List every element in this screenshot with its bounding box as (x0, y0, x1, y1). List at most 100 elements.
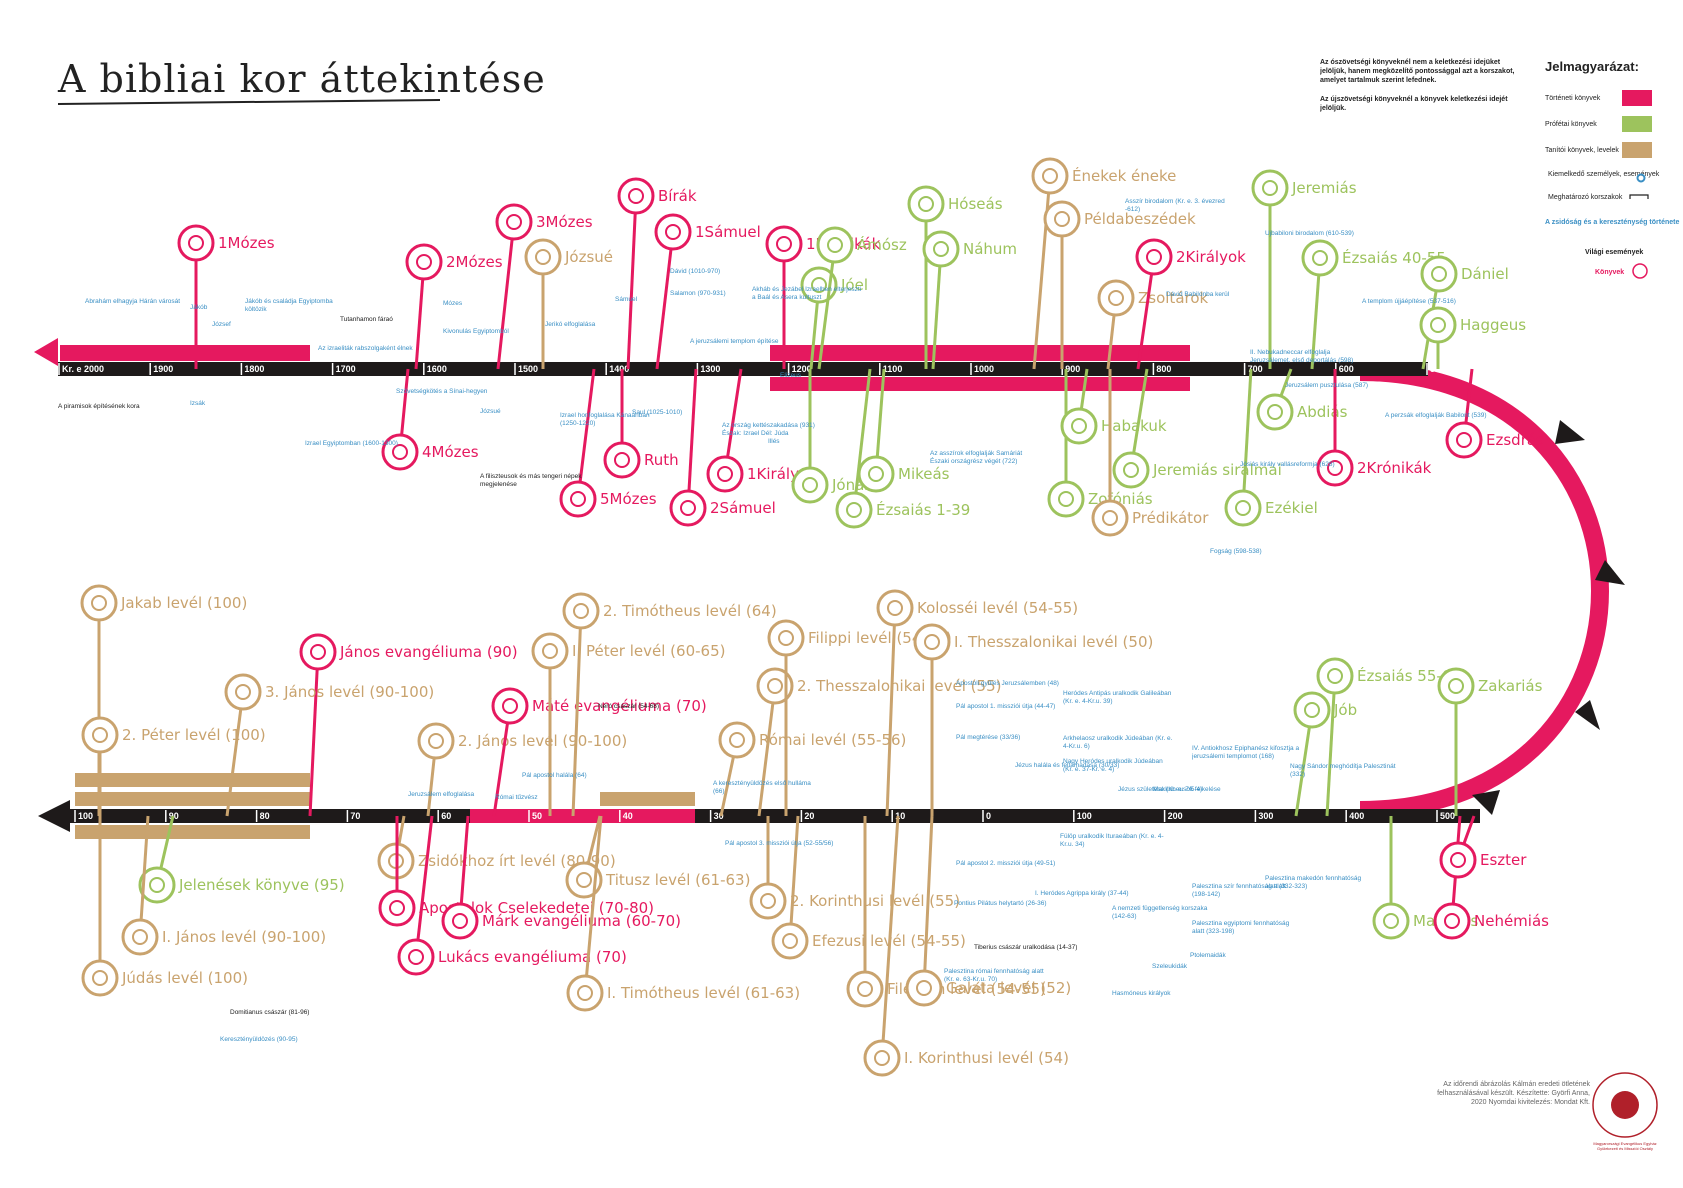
book-galata-level-52[interactable]: Galata levél (52) (905, 815, 1071, 1007)
book-icon[interactable] (913, 623, 951, 661)
book-icon[interactable] (816, 226, 854, 264)
book-ezsaias-55-60[interactable]: Ézsaiás 55-60 (1316, 657, 1461, 817)
book-icon[interactable] (617, 177, 655, 215)
book-i-janos-level-90-100[interactable]: I. János levél (90-100) (121, 815, 326, 956)
book-1samuel[interactable]: 1Sámuel (654, 213, 761, 370)
book-job[interactable]: Jób (1293, 691, 1357, 817)
book-icon[interactable] (1060, 407, 1098, 445)
book-2mozes[interactable]: 2Mózes (405, 243, 503, 370)
book-jozsue[interactable]: Józsué (524, 238, 613, 369)
book-icon[interactable] (767, 619, 805, 657)
book-eszter[interactable]: Eszter (1439, 815, 1527, 879)
book-zakarias[interactable]: Zakariás (1437, 667, 1543, 816)
book-icon[interactable] (1043, 200, 1081, 238)
book-5mozes[interactable]: 5Mózes (559, 368, 657, 518)
book-jelenesek-konyve-95[interactable]: Jelenések könyve (95) (138, 815, 345, 904)
book-2kronikak[interactable]: 2Krónikák (1316, 369, 1432, 487)
book-haggeus[interactable]: Haggeus (1419, 306, 1526, 369)
book-icon[interactable] (81, 959, 119, 997)
book-ezsaias-40-55[interactable]: Ézsaiás 40-55 (1301, 239, 1446, 370)
book-icon[interactable] (524, 238, 562, 276)
book-icon[interactable] (531, 632, 569, 670)
book-icon[interactable] (1316, 657, 1354, 695)
book-icon[interactable] (224, 673, 262, 711)
book-icon[interactable] (1224, 489, 1262, 527)
book-icon[interactable] (669, 489, 707, 527)
book-icon[interactable] (765, 225, 803, 263)
book-birak[interactable]: Bírák (617, 177, 697, 370)
book-lukacs-evangeliuma-70[interactable]: Lukács evangéliuma (70) (397, 815, 627, 976)
book-3mozes[interactable]: 3Mózes (495, 203, 593, 370)
book-icon[interactable] (1256, 393, 1294, 431)
book-romai-level-55-56[interactable]: Római levél (55-56) (718, 721, 906, 817)
book-icon[interactable] (1112, 451, 1150, 489)
book-2kiralyok[interactable]: 2Királyok (1135, 238, 1246, 370)
book-icon[interactable] (299, 633, 337, 671)
book-icon[interactable] (905, 969, 943, 1007)
book-efezusi-level-54-55[interactable]: Efezusi levél (54-55) (771, 815, 966, 960)
book-icon[interactable] (922, 230, 960, 268)
book-icon[interactable] (1031, 157, 1069, 195)
book-icon[interactable] (835, 491, 873, 529)
book-icon[interactable] (441, 902, 479, 940)
book-nahum[interactable]: Náhum (922, 230, 1017, 370)
book-icon[interactable] (1372, 902, 1410, 940)
book-icon[interactable] (1433, 902, 1471, 940)
book-i-thesszalonikai-level-50[interactable]: I. Thesszalonikai levél (50) (913, 623, 1153, 816)
book-2-peter-level-100[interactable]: 2. Péter levél (100) (81, 716, 266, 816)
book-joel[interactable]: Jóel (800, 266, 868, 370)
book-icon[interactable] (566, 974, 604, 1012)
book-icon[interactable] (559, 480, 597, 518)
book-icon[interactable] (756, 667, 794, 705)
book-icon[interactable] (1437, 667, 1475, 705)
book-icon[interactable] (1439, 841, 1477, 879)
book-zofonias[interactable]: Zofóniás (1047, 369, 1153, 518)
book-2-timotheus-level-64[interactable]: 2. Timótheus levél (64) (562, 592, 777, 817)
book-ezsdras[interactable]: Ezsdrás (1445, 368, 1544, 459)
book-mark-evangeliuma-60-70[interactable]: Márk evangéliuma (60-70) (441, 815, 681, 940)
book-ruth[interactable]: Ruth (603, 369, 679, 479)
book-icon[interactable] (491, 687, 529, 725)
book-icon[interactable] (381, 433, 419, 471)
book-predikator[interactable]: Prédikátor (1091, 369, 1209, 537)
book-ezekiel[interactable]: Ezékiel (1224, 368, 1318, 527)
book-2-janos-level-90-100[interactable]: 2. János levél (90-100) (417, 722, 627, 817)
book-icon[interactable] (121, 918, 159, 956)
book-icon[interactable] (706, 455, 744, 493)
book-icon[interactable] (771, 922, 809, 960)
book-i-timotheus-level-61-63[interactable]: I. Timótheus levél (61-63) (566, 815, 800, 1012)
book-icon[interactable] (1047, 480, 1085, 518)
book-icon[interactable] (417, 722, 455, 760)
book-i-korinthusi-level-54[interactable]: I. Korinthusi levél (54) (863, 815, 1069, 1077)
book-icon[interactable] (397, 938, 435, 976)
book-icon[interactable] (603, 441, 641, 479)
book-icon[interactable] (177, 224, 215, 262)
book-zsidokhoz-irt-level-80-90[interactable]: Zsidókhoz írt levél (80-90) (377, 815, 616, 880)
book-icon[interactable] (1251, 169, 1289, 207)
book-enekek-eneke[interactable]: Énekek éneke (1031, 157, 1176, 370)
book-peldabeszedek[interactable]: Példabeszédek (1043, 200, 1196, 369)
book-judas-level-100[interactable]: Júdás levél (100) (81, 816, 248, 997)
book-icon[interactable] (1135, 238, 1173, 276)
book-apostolok-cselekedetei-70-80[interactable]: Apostolok Cselekedetei (70-80) (378, 816, 654, 927)
book-icon[interactable] (1316, 449, 1354, 487)
book-2samuel[interactable]: 2Sámuel (669, 368, 776, 527)
book-amosz[interactable]: Ámósz (816, 226, 907, 370)
book-icon[interactable] (562, 592, 600, 630)
book-icon[interactable] (495, 203, 533, 241)
book-hoseas[interactable]: Hóseás (907, 185, 1003, 369)
book-ezsaias-1-39[interactable]: Ézsaiás 1-39 (835, 368, 970, 529)
book-2-korinthusi-level-55[interactable]: 2. Korinthusi levél (55) (749, 816, 960, 920)
book-icon[interactable] (138, 866, 176, 904)
book-mikeas[interactable]: Mikeás (857, 368, 950, 493)
book-icon[interactable] (846, 970, 884, 1008)
book-icon[interactable] (791, 466, 829, 504)
book-icon[interactable] (81, 716, 119, 754)
book-icon[interactable] (876, 589, 914, 627)
book-icon[interactable] (907, 185, 945, 223)
book-icon[interactable] (1419, 306, 1457, 344)
book-icon[interactable] (80, 584, 118, 622)
book-janos-evangeliuma-90[interactable]: János evangéliuma (90) (299, 633, 518, 817)
book-icon[interactable] (1445, 421, 1483, 459)
book-2-thesszalonikai-level-55[interactable]: 2. Thesszalonikai levél (55) (756, 667, 1001, 817)
